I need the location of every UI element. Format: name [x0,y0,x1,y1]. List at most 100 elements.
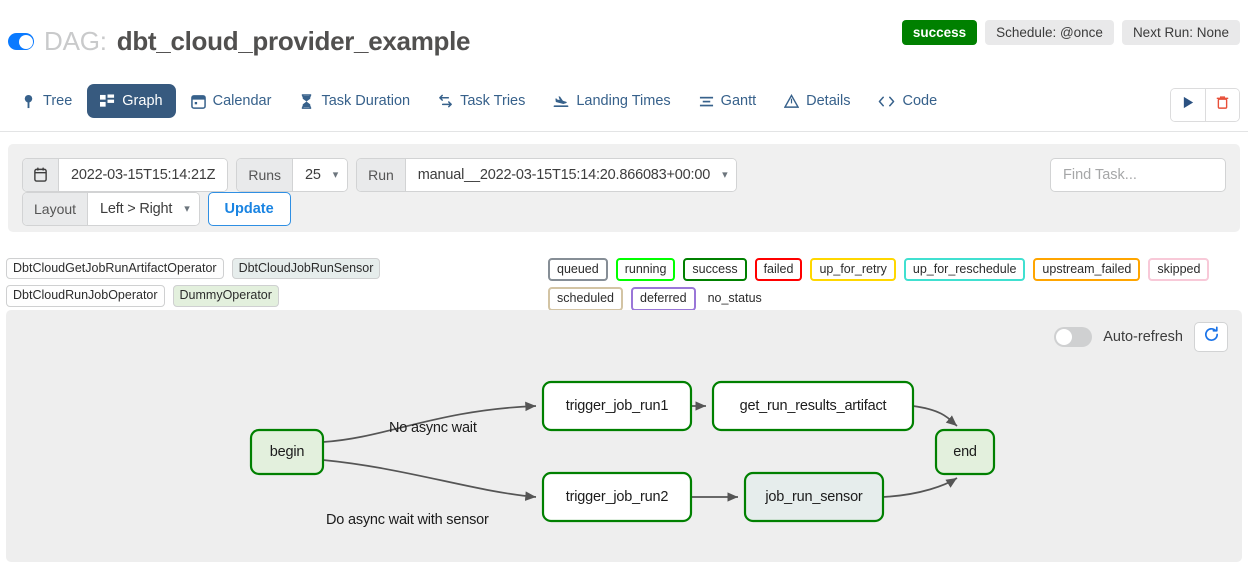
page-title: DAG: dbt_cloud_provider_example [8,26,470,57]
legend-state-success[interactable]: success [683,258,747,282]
tab-calendar-label: Calendar [212,93,272,109]
tab-code[interactable]: Code [865,84,950,118]
landing-icon [553,94,569,109]
tab-details[interactable]: Details [771,84,863,118]
tab-task-tries[interactable]: Task Tries [425,84,538,118]
chevron-down-icon: ▾ [722,168,728,181]
legend-state-scheduled[interactable]: scheduled [548,287,623,311]
tab-task-tries-label: Task Tries [460,93,526,109]
tab-task-duration[interactable]: Task Duration [286,84,423,118]
legend-state-upstream-failed[interactable]: upstream_failed [1033,258,1141,282]
tab-list: Tree Graph Calendar [8,84,950,118]
tab-code-label: Code [902,93,938,109]
tab-graph[interactable]: Graph [87,84,176,118]
legend-state-skipped[interactable]: skipped [1148,258,1210,282]
graph-edge [322,401,537,443]
layout-select-value: Left > Right [100,201,173,217]
status-badge: success [901,20,978,45]
tab-landing-times[interactable]: Landing Times [540,84,683,118]
next-run-badge[interactable]: Next Run: None [1121,20,1240,45]
legend-state-up-for-reschedule[interactable]: up_for_reschedule [903,258,1026,282]
tree-icon [21,94,36,109]
gantt-icon [699,94,714,109]
run-select[interactable]: manual__2022-03-15T15:14:20.866083+00:00… [405,159,737,191]
retry-icon [438,94,453,109]
graph-edge-label-no-async-wait: No async wait [389,420,477,436]
hourglass-icon [299,93,314,109]
header-badge-group: success Schedule: @once Next Run: None [901,20,1240,45]
tab-details-label: Details [806,93,851,109]
execution-date-group: 2022-03-15T15:14:21Z [22,158,229,192]
graph-toolbar: Auto-refresh [1054,322,1228,352]
layout-group: Layout Left > Right ▾ [22,192,200,226]
graph-edge-label-do-async-wait: Do async wait with sensor [326,512,489,528]
dag-actions-group [1170,88,1240,122]
legend-state-deferred[interactable]: deferred [631,287,696,311]
runs-group: Runs 25 ▾ [236,158,349,192]
tab-gantt[interactable]: Gantt [686,84,769,118]
legend-operator-chip[interactable]: DbtCloudRunJobOperator [6,285,165,307]
graph-node-job-run-sensor[interactable] [743,471,885,523]
execution-date-input[interactable]: 2022-03-15T15:14:21Z [59,159,228,191]
layout-select[interactable]: Left > Right ▾ [88,193,199,225]
legend-operator-chip[interactable]: DummyOperator [172,285,279,307]
legend-state-failed[interactable]: failed [754,258,803,282]
runs-select[interactable]: 25 ▾ [293,159,348,191]
chevron-down-icon: ▾ [332,168,339,181]
graph-edge [322,459,537,501]
tab-tree-label: Tree [43,93,73,109]
filter-row-layout: Layout Left > Right ▾ Update [22,192,291,226]
legend-operator-chip[interactable]: DbtCloudJobRunSensor [231,258,381,280]
legend-state-queued[interactable]: queued [548,258,608,282]
tab-landing-times-label: Landing Times [576,93,671,109]
run-group: Run manual__2022-03-15T15:14:20.866083+0… [356,158,738,192]
find-task-input[interactable]: Find Task... [1050,158,1226,192]
trash-icon [1215,95,1230,115]
auto-refresh-toggle[interactable] [1054,327,1093,347]
legend: DbtCloudGetJobRunArtifactOperator DbtClo… [0,244,1248,311]
dag-pause-toggle[interactable] [8,33,34,50]
graph-edge [882,477,958,498]
runs-label: Runs [237,159,294,191]
runs-select-value: 25 [305,167,321,183]
dag-graph-canvas[interactable] [6,310,1242,562]
trigger-dag-button[interactable] [1171,89,1205,121]
graph-node-get-run-results-artifact[interactable] [711,380,915,432]
tab-calendar[interactable]: Calendar [178,84,285,118]
legend-state-up-for-retry[interactable]: up_for_retry [810,258,896,282]
run-label: Run [357,159,406,191]
graph-edge [912,405,958,427]
view-tabbar: Tree Graph Calendar [0,80,1248,132]
delete-dag-button[interactable] [1205,89,1239,121]
tab-tree[interactable]: Tree [8,84,85,118]
operator-legend: DbtCloudGetJobRunArtifactOperator DbtClo… [6,258,536,307]
graph-node-end[interactable] [934,428,996,476]
refresh-button[interactable] [1194,322,1228,352]
legend-state-no-status[interactable]: no_status [707,291,762,306]
legend-state-running[interactable]: running [615,258,676,282]
graph-node-trigger-job-run1[interactable] [541,380,693,432]
schedule-badge[interactable]: Schedule: @once [985,20,1114,45]
state-legend: queued running success failed up_for_ret… [548,258,1244,311]
graph-node-trigger-job-run2[interactable] [541,471,693,523]
play-icon [1182,96,1195,114]
tab-gantt-label: Gantt [720,93,757,109]
graph-node-begin[interactable] [249,428,325,476]
update-button[interactable]: Update [207,192,291,226]
legend-operator-chip[interactable]: DbtCloudGetJobRunArtifactOperator [6,258,224,280]
code-icon [878,94,895,109]
dag-name-label: dbt_cloud_provider_example [116,26,471,56]
filter-row-primary: 2022-03-15T15:14:21Z Runs 25 ▾ Run manua… [22,158,738,192]
layout-label: Layout [23,193,89,225]
run-select-value: manual__2022-03-15T15:14:20.866083+00:00 [417,167,711,183]
refresh-icon [1203,326,1220,348]
chevron-down-icon: ▾ [184,202,190,215]
tab-task-duration-label: Task Duration [321,93,411,109]
details-icon [784,93,800,109]
calendar-icon[interactable] [23,159,59,191]
tab-graph-label: Graph [122,93,163,109]
graph-icon [100,93,115,109]
page-header: DAG: dbt_cloud_provider_example success … [0,0,1248,72]
calendar-icon [190,94,206,109]
